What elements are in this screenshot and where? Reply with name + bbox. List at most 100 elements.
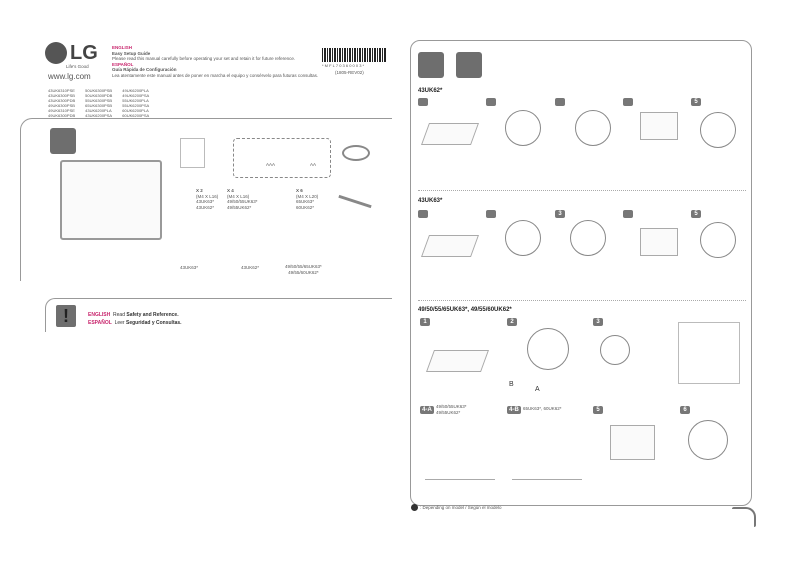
tv-step-illustration: [640, 112, 678, 140]
aa-label: AA: [310, 162, 317, 167]
detail-circle: [700, 222, 736, 258]
lg-logo: [45, 42, 67, 64]
screw-a: X 2 (M4 X L16) 43UK63* 43UK62*: [196, 188, 218, 210]
spanish-text: Lea atentamente este manual antes de pon…: [112, 72, 319, 78]
step-4b-models: 65UK63*, 60UK62*: [523, 406, 562, 411]
section-title-43uk63: 43UK63*: [418, 198, 443, 204]
step-badge: 5: [691, 210, 701, 218]
step-badge: [418, 210, 428, 218]
model: 60UK62*: [296, 204, 315, 210]
step-badge: [486, 210, 496, 218]
step-badge: [486, 98, 496, 106]
warning-icon: !: [56, 305, 76, 327]
detail-circle: [688, 420, 728, 460]
model: 49UK6300PDB: [48, 113, 76, 118]
caution-box: [678, 322, 740, 384]
safety-text: ENGLISH Read Safety and Reference. ESPAÑ…: [88, 311, 182, 327]
detail-circle: [600, 335, 630, 365]
tv-illustration: [60, 160, 162, 240]
barcode: [322, 48, 387, 62]
tv-step-illustration: [420, 235, 480, 257]
model: 49/55UK62*: [436, 409, 461, 415]
model: 49/50/55UK63*: [227, 199, 258, 204]
screw-b: X 6 (M4 X L20) 65UK63* 60UK62*: [296, 188, 318, 210]
detail-circle: [505, 220, 541, 256]
model: 43UK6300PSB: [48, 93, 75, 98]
model: 49UK6200PLA: [122, 88, 149, 93]
tools-icon: [418, 52, 444, 78]
step-4b-illustration: [512, 420, 582, 480]
model: 49UK6300PSB: [48, 103, 75, 108]
model: 50UK6300PSB: [85, 88, 113, 93]
model: 60UK6200PLA: [122, 108, 149, 113]
model: 55UK6200PLA: [122, 98, 149, 103]
step-4b-badge: 4-B: [507, 406, 521, 414]
model: 55UK6300PSB: [85, 98, 113, 103]
english-label: ENGLISH: [112, 45, 133, 50]
manual-illustration: [180, 138, 205, 168]
detail-circle: [700, 112, 736, 148]
screw-mid: X 4 (M4 X L16) 49/50/55UK63* 49/55UK62*: [227, 188, 258, 210]
model: 43UK6300PDB: [48, 98, 76, 103]
model: 43UK6200PLA: [85, 108, 112, 113]
step-4a-models: 49/50/55UK63* 49/55UK62*: [436, 404, 467, 415]
footnote: : Depending on model / Según el modelo: [420, 505, 502, 510]
english-bold: Safety and Reference.: [126, 312, 179, 318]
step-badge: 3: [555, 210, 565, 218]
model: 55UK6200PSA: [122, 103, 150, 108]
box-icon: [50, 128, 76, 154]
english-title: Easy Setup Guide: [112, 50, 151, 56]
size: (M4 X L16): [227, 193, 250, 199]
logo-text: LG: [70, 42, 98, 64]
model: 49/55UK62*: [227, 204, 252, 210]
tv-step-illustration: [640, 228, 678, 256]
section-title-43uk62: 43UK62*: [418, 88, 443, 94]
aaa-label: AAA: [266, 162, 276, 167]
spanish-label: ESPAÑOL: [88, 320, 112, 326]
model: 65UK6300PSB: [85, 103, 113, 108]
size: (M4 X L16): [196, 193, 219, 199]
model: 43UK6200PSA: [85, 113, 113, 118]
step-4a-illustration: [425, 420, 495, 480]
step-badge: 5: [593, 406, 603, 414]
step-badge: 3: [593, 318, 603, 326]
divider: [418, 300, 746, 301]
divider: [418, 190, 746, 191]
tagline: Life's Good: [66, 64, 89, 69]
assembly-panel: [410, 40, 752, 506]
step-badge: [623, 98, 633, 106]
model: 49/50/55UK63*: [436, 404, 467, 409]
optional-icon: [411, 504, 418, 511]
intro: ENGLISH Easy Setup Guide Please read thi…: [112, 45, 342, 78]
step-badge: 6: [680, 406, 690, 414]
power-cable: [342, 145, 370, 161]
model: 60UK6200PSA: [122, 113, 150, 118]
accessories-panel: [20, 118, 392, 281]
count: X 4: [227, 188, 234, 193]
step-badge: [418, 98, 428, 106]
english-text: Read: [113, 312, 125, 318]
detail-circle: [527, 328, 569, 370]
tv-step-illustration: [420, 123, 480, 145]
label-b: B: [509, 381, 514, 388]
spanish-label: ESPAÑOL: [112, 61, 134, 67]
stand-label-1: 43UK63*: [180, 265, 199, 270]
model: 49UK6200PSA: [122, 93, 150, 98]
step-4a-badge: 4-A: [420, 406, 434, 414]
stand-label-3: 49/50/55/65UK63* 49/55/60UK62*: [285, 264, 322, 275]
step-badge: [623, 210, 633, 218]
model: 49UK6310PSE: [48, 108, 75, 113]
model: 43UK62*: [196, 204, 215, 210]
step-badge: [555, 98, 565, 106]
detail-circle: [570, 220, 606, 256]
tv-step-illustration: [425, 350, 490, 372]
english-label: ENGLISH: [88, 312, 111, 318]
step-badge: 1: [420, 318, 430, 326]
size: (M4 X L20): [296, 193, 319, 199]
step-badge: 5: [691, 98, 701, 106]
model: 43UK63*: [196, 199, 215, 204]
count: X 6: [296, 188, 303, 193]
model: 49/50/55/65UK63*: [285, 264, 322, 269]
optional-box: [233, 138, 331, 178]
